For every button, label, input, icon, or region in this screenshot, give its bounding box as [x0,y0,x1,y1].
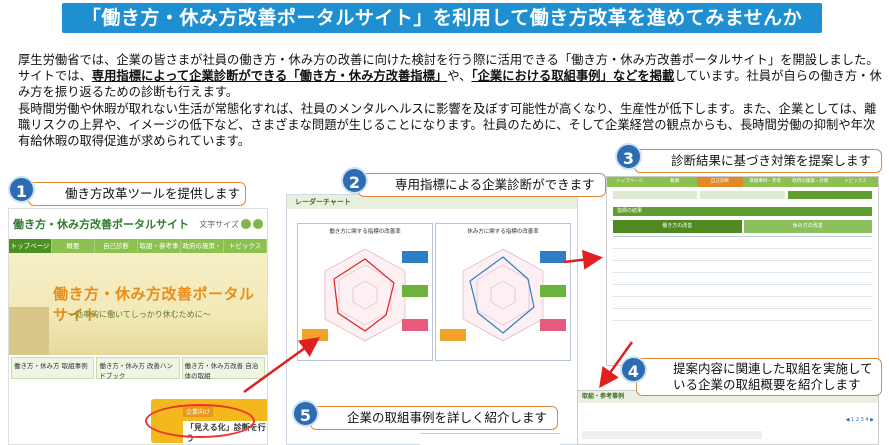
case-examples-screenshot: 取組・参考事例 ◀ 1 2 3 4 ▶ [577,390,879,445]
radar-box-work: 働き方に関する指標の改善率 [297,223,433,361]
callout-number-1: 1 [8,176,35,203]
step-1 [613,191,698,199]
pager: ◀ 1 2 3 4 ▶ [845,417,874,423]
radar-title-work: 働き方に関する指標の改善率 [329,229,401,235]
table-row [613,237,872,249]
radar-section-title: レーダーチャート [287,195,577,209]
nav-item: 取組事例・参考 [749,179,781,184]
nav-item: 自己診断 [95,239,138,253]
radar-chart-work [302,248,428,342]
page-banner: 「働き方・休み方改善ポータルサイト」を利用して働き方改革を進めてみませんか [62,3,822,33]
callout-3: 診断結果に基づき対策を提案します [634,149,882,173]
result-steps [607,187,878,203]
link-case-examples: 「企業における取組事例」などを掲載 [471,69,675,84]
radar-box-rest: 休み方に関する指標の改善率 [435,223,571,361]
paragraph-1: 厚生労働省では、企業の皆さまが社員の働き方・休み方の改善に向けた検討を行う際に活… [18,53,882,100]
callout-4: 提案内容に関連した取組を実施している企業の取組概要を紹介します [636,358,882,396]
result-tabs: 働き方の改善 休み方の改善 [613,220,872,233]
nav-item: トピックス [224,239,267,253]
table-row [613,273,872,285]
result-section-bar: 指標の結果 [613,207,872,216]
site-nav: トップページ 概要 自己診断 取組・参考事例 政府の施策・対策 トピックス [9,239,267,264]
tile-case-examples: 働き方・休み方 取組事例 [11,357,95,379]
case-description [578,403,878,407]
size-dot-icon [241,219,251,229]
portal-site-screenshot: 働き方・休み方改善ポータルサイト 文字サイズ トップページ 概要 自己診断 取組… [8,208,268,445]
case-row [582,431,762,439]
tile-local-gov: 働き方・休み方改善 自治体の取組 [181,357,265,380]
callout-number-3: 3 [615,143,642,170]
callout-5: 企業の取組事例を詳しく紹介します [310,406,558,430]
nav-item: 取組・参考事例 [138,239,181,264]
highlight-oval [145,404,255,438]
callout-number-5: 5 [292,400,319,427]
font-size-control: 文字サイズ [199,219,263,230]
site-tiles: 働き方・休み方 取組事例 働き方・休み方 改善ハンドブック 働き方・休み方改善 … [9,355,267,381]
radar-chart-rest [440,248,566,342]
callout-number-4: 4 [620,356,647,383]
result-nav: トップページ 概要 自己診断 取組事例・参考 政府の施策・対策 トピックス [607,177,878,187]
nav-item: トップページ [616,179,644,184]
callout-number-2: 2 [341,167,368,194]
table-row [613,261,872,273]
paragraph-2: 長時間労働や休暇が取れない生活が常態化すれば、社員のメンタルヘルスに影響を及ぼす… [18,101,877,149]
nav-item: トップページ [9,239,52,253]
nav-item: 自己診断 [697,177,743,187]
step-2 [700,191,785,199]
table-row [613,297,872,309]
nav-item: 概要 [52,239,95,253]
size-dot-icon [253,219,263,229]
callout-2: 専用指標による企業診断ができます [358,173,606,197]
hero-title: 働き方・休み方改善ポータルサイト [53,285,255,324]
tab-work: 働き方の改善 [613,220,742,233]
table-row [613,285,872,297]
nav-item: トピックス [844,179,867,184]
tab-rest: 休み方の改善 [743,220,872,233]
case-detail-screenshot [420,433,560,445]
nav-item: 政府の施策・対策 [792,179,829,184]
callout-1: 働き方改革ツールを提供します [28,182,246,206]
city-illustration [9,307,49,355]
table-row [613,249,872,261]
tile-handbook: 働き方・休み方 改善ハンドブック [96,357,180,380]
nav-item: 政府の施策・対策 [181,239,224,264]
table-row [613,309,872,321]
result-table [613,236,872,321]
intro-text: 厚生労働省では、企業の皆さまが社員の働き方・休み方の改善に向けた検討を行う際に活… [6,52,882,149]
nav-item: 概要 [670,179,680,184]
site-logo: 働き方・休み方改善ポータルサイト [13,218,189,231]
hero-subtitle: 〜効率的に働いてしっかり休むために〜 [67,310,211,319]
link-indicator: 専用指標によって企業診断ができる「働き方・休み方改善指標」 [91,69,448,84]
diagnosis-result-screenshot: トップページ 概要 自己診断 取組事例・参考 政府の施策・対策 トピックス 指標… [606,176,879,366]
step-3 [787,191,872,199]
site-hero: 働き方・休み方改善ポータルサイト 〜効率的に働いてしっかり休むために〜 [9,253,267,355]
radar-title-rest: 休み方に関する指標の改善率 [467,229,539,235]
site-header: 働き方・休み方改善ポータルサイト 文字サイズ [9,209,267,239]
